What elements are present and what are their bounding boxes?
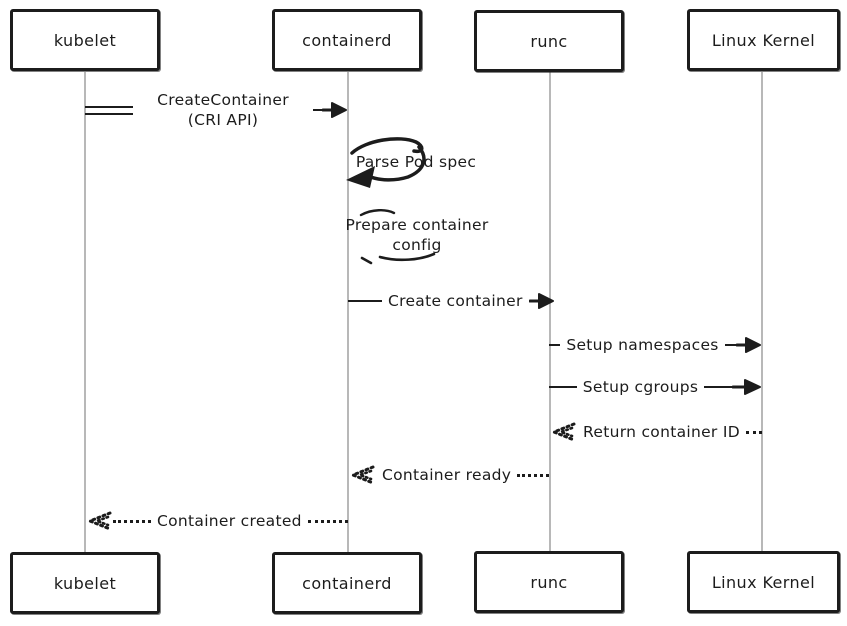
message-setup-namespaces: Setup namespaces — [549, 323, 762, 367]
actor-label: Linux Kernel — [711, 572, 816, 592]
actor-label: kubelet — [53, 30, 117, 50]
actor-box-linux-kernel-top: Linux Kernel — [687, 9, 840, 71]
message-label: Prepare container config — [345, 216, 489, 254]
message-line — [517, 473, 549, 477]
message-label: Parse Pod spec — [355, 153, 477, 171]
message-label: Create container — [388, 291, 523, 310]
message-create-container-cri-api: CreateContainer (CRI API) — [85, 88, 348, 132]
message-line — [85, 105, 133, 115]
message-label: CreateContainer (CRI API) — [157, 90, 289, 129]
message-line — [549, 386, 577, 388]
actor-label: containerd — [302, 30, 392, 50]
arrowhead-right-icon — [732, 379, 761, 395]
lifeline-runc — [549, 72, 551, 554]
lifeline-containerd — [347, 72, 349, 554]
arrowhead-right-icon — [528, 293, 554, 309]
actor-label: containerd — [302, 573, 392, 593]
message-container-created: Container created — [85, 499, 348, 543]
actor-box-containerd-bottom: containerd — [272, 552, 422, 614]
actor-label: Linux Kernel — [711, 30, 816, 50]
message-line — [113, 519, 151, 523]
message-line — [313, 109, 322, 111]
actor-box-linux-kernel-bottom: Linux Kernel — [687, 551, 840, 613]
lifeline-linux-kernel — [761, 72, 763, 554]
message-label: Setup cgroups — [582, 377, 699, 396]
self-message-prepare-container-config: Prepare container config — [344, 216, 490, 256]
actor-label: kubelet — [53, 573, 117, 593]
message-line — [549, 344, 561, 346]
message-line — [348, 300, 382, 302]
message-label: Setup namespaces — [566, 335, 719, 354]
dotted-arrowhead-left-icon — [85, 511, 112, 531]
actor-label: runc — [530, 572, 568, 592]
message-label: Return container ID — [583, 422, 740, 441]
message-line — [745, 430, 762, 434]
message-label: Container ready — [382, 465, 512, 484]
message-setup-cgroups: Setup cgroups — [549, 365, 762, 409]
dotted-arrowhead-left-icon — [549, 422, 576, 442]
message-line — [724, 344, 737, 346]
message-container-ready: Container ready — [348, 453, 549, 497]
lifeline-kubelet — [84, 72, 86, 554]
arrowhead-right-icon — [322, 102, 347, 118]
actor-box-containerd-top: containerd — [272, 9, 422, 71]
actor-box-runc-top: runc — [474, 10, 624, 72]
self-message-parse-pod-spec: Parse Pod spec — [346, 153, 486, 173]
dotted-arrowhead-left-icon — [348, 465, 375, 485]
message-label: Container created — [157, 511, 302, 530]
actor-box-runc-bottom: runc — [474, 551, 624, 613]
actor-label: runc — [530, 31, 568, 51]
message-line — [307, 519, 348, 523]
message-create-container: Create container — [348, 279, 554, 323]
message-line — [704, 386, 732, 388]
message-return-container-id: Return container ID — [549, 410, 762, 454]
actor-box-kubelet-bottom: kubelet — [10, 552, 160, 614]
arrowhead-right-icon — [736, 337, 762, 353]
actor-box-kubelet-top: kubelet — [10, 9, 160, 71]
